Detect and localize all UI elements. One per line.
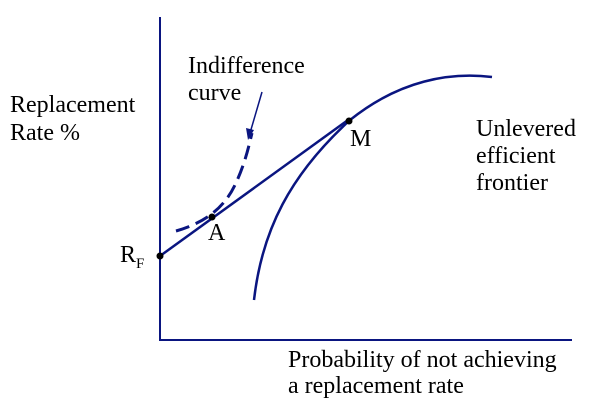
- indifference-label-line1: Indifference: [188, 53, 305, 79]
- capital-allocation-line: [159, 118, 349, 258]
- y-axis-label-line1: Replacement: [10, 92, 136, 118]
- point-m-dot: [345, 117, 353, 125]
- frontier-label-line3: frontier: [476, 170, 548, 196]
- efficient-frontier-curve: [252, 74, 493, 301]
- point-a-label: A: [208, 220, 226, 246]
- indifference-curve: [175, 132, 254, 233]
- arrow-head: [246, 128, 254, 140]
- x-axis-label-line2: a replacement rate: [288, 373, 464, 399]
- point-m-label: M: [350, 126, 371, 152]
- y-axis-label-line2: Rate %: [10, 120, 80, 146]
- point-rf-dot: [156, 252, 164, 260]
- point-rf-label: RF: [120, 242, 144, 272]
- indifference-arrow: [249, 91, 263, 134]
- indifference-label-line2: curve: [188, 80, 241, 106]
- frontier-label-line1: Unlevered: [476, 116, 576, 142]
- frontier-label-line2: efficient: [476, 143, 556, 169]
- point-a-dot: [208, 213, 216, 221]
- x-axis-label-line1: Probability of not achieving: [288, 347, 557, 373]
